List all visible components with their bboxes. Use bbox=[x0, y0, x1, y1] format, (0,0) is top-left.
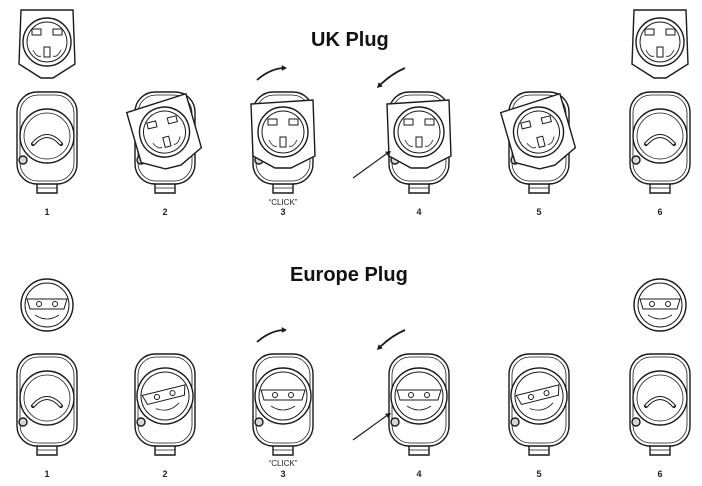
release-button-pointer bbox=[353, 152, 389, 178]
rotate-counter-clockwise-arrow bbox=[379, 68, 405, 86]
eu-plug-section bbox=[17, 279, 690, 455]
release-button bbox=[255, 418, 263, 426]
rotate-clockwise-arrow bbox=[257, 68, 285, 80]
connector-tab bbox=[37, 446, 57, 455]
connector-tab bbox=[273, 446, 293, 455]
eu-step-2-illustration bbox=[131, 354, 199, 455]
connector-tab bbox=[37, 184, 57, 193]
connector-tab bbox=[409, 184, 429, 193]
mounted-plug bbox=[391, 368, 447, 424]
eu-step-6-illustration bbox=[630, 279, 690, 455]
release-button bbox=[511, 418, 519, 426]
connector-tab bbox=[273, 184, 293, 193]
eu-step-3-illustration bbox=[253, 327, 313, 455]
release-button bbox=[632, 156, 640, 164]
uk-step-2-illustration bbox=[126, 92, 205, 193]
plug-face-ring bbox=[258, 107, 308, 157]
connector-tab bbox=[409, 446, 429, 455]
eu-step-5-illustration bbox=[505, 354, 573, 455]
uk-step-6-illustration bbox=[630, 10, 690, 193]
rotate-counter-clockwise-arrow bbox=[379, 330, 405, 348]
connector-tab bbox=[155, 184, 175, 193]
uk-step-3-illustration bbox=[251, 65, 315, 193]
uk-step-1-illustration bbox=[17, 10, 77, 193]
connector-tab bbox=[529, 446, 549, 455]
release-button bbox=[19, 418, 27, 426]
release-button bbox=[632, 418, 640, 426]
eu-step-1-illustration bbox=[17, 279, 77, 455]
plug-face-ring bbox=[255, 368, 311, 424]
release-button bbox=[391, 418, 399, 426]
release-button-pointer bbox=[353, 414, 389, 440]
plug-face-ring bbox=[23, 18, 71, 66]
mounted-plug bbox=[387, 100, 451, 168]
plug-face-ring bbox=[391, 368, 447, 424]
connector-tab bbox=[155, 446, 175, 455]
connector-tab bbox=[650, 184, 670, 193]
plug-face-ring bbox=[394, 107, 444, 157]
plug-face-ring bbox=[636, 18, 684, 66]
uk-step-4-illustration bbox=[353, 68, 451, 193]
mounted-plug bbox=[255, 368, 311, 424]
uk-plug-section bbox=[17, 10, 690, 193]
release-button bbox=[137, 418, 145, 426]
uk-step-5-illustration bbox=[500, 92, 579, 193]
eu-step-4-illustration bbox=[353, 330, 449, 455]
connector-tab bbox=[650, 446, 670, 455]
rotate-clockwise-arrow bbox=[257, 330, 285, 342]
connector-tab bbox=[529, 184, 549, 193]
mounted-plug bbox=[251, 100, 315, 168]
release-button bbox=[19, 156, 27, 164]
